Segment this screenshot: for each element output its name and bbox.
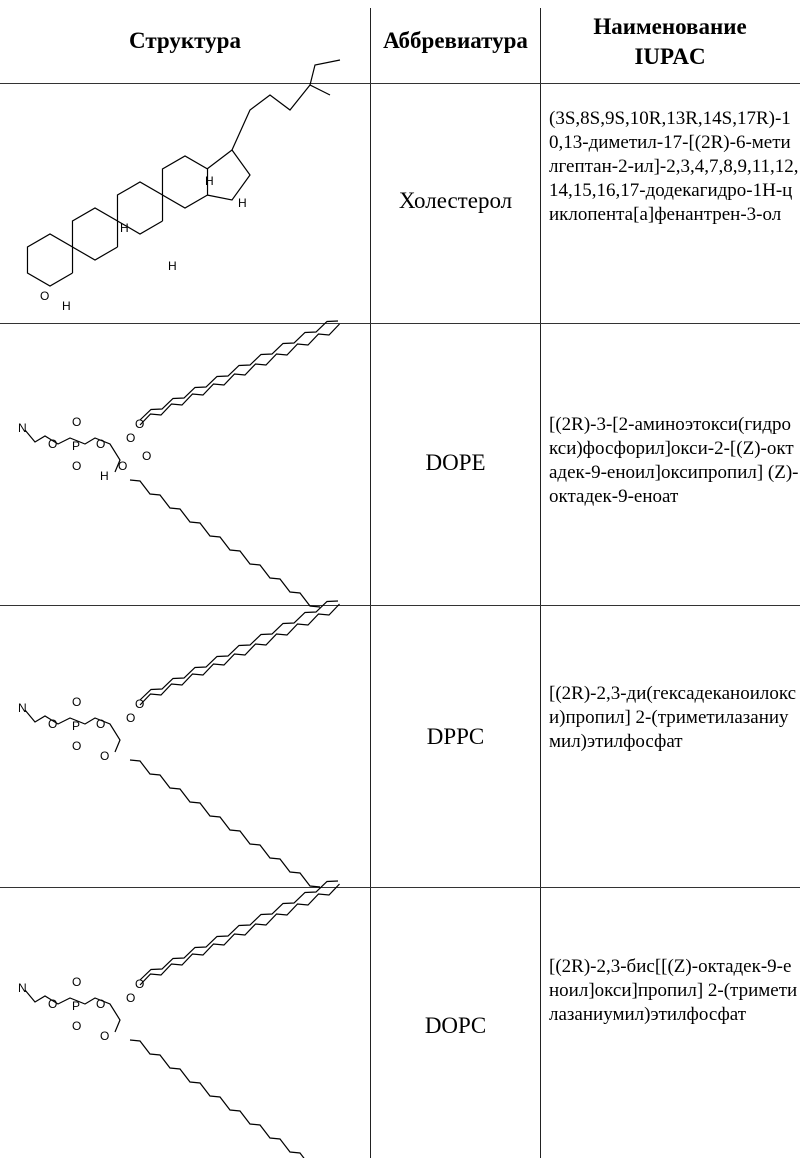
atom-label: O	[126, 991, 135, 1005]
atom-label: O	[100, 1029, 109, 1043]
atom-label: O	[96, 997, 105, 1011]
atom-label: O	[118, 459, 127, 473]
ring-d	[161, 155, 209, 209]
lower-chain-3	[129, 1039, 305, 1158]
iupac-dope: [(2R)-3-[2-аминоэтокси(гидрокси)фосфорил…	[549, 414, 799, 507]
upper-chain-1	[139, 320, 339, 421]
column-divider	[540, 8, 541, 1158]
iupac-cholesterol: (3S,8S,9S,10R,13R,14S,17R)-10,13-диметил…	[549, 108, 799, 225]
abbreviation-dopc: DOPC	[424, 1013, 487, 1038]
row-divider	[0, 323, 800, 324]
atom-label: N	[18, 701, 27, 715]
atom-label: N	[18, 981, 27, 995]
header-structure: Структура	[129, 28, 241, 53]
iupac-dopc: [(2R)-2,3-бис[[(Z)-октадек-9-еноил]окси]…	[549, 956, 798, 1025]
ring-b	[71, 207, 119, 261]
atom-label: O	[72, 1019, 81, 1033]
upper-chain-3	[139, 883, 340, 986]
atom-label: O	[72, 459, 81, 473]
atom-label: P	[72, 719, 80, 733]
atom-label: O	[126, 431, 135, 445]
row-divider	[0, 605, 800, 606]
atom-label: P	[72, 999, 80, 1013]
row-divider	[0, 83, 800, 84]
header-iupac: Наименование IUPAC	[593, 14, 747, 69]
atom-label: O	[96, 437, 105, 451]
column-divider	[370, 8, 371, 1158]
abbreviation-cholesterol: Холестерол	[398, 188, 513, 213]
headgroup	[24, 709, 121, 753]
atom-label: O	[40, 289, 49, 303]
atom-label: H	[120, 221, 129, 235]
lower-chain-1	[129, 479, 321, 608]
side-chain	[309, 59, 341, 86]
atom-label: P	[72, 439, 80, 453]
atom-label: O	[100, 749, 109, 763]
atom-label: O	[72, 415, 81, 429]
atom-label: O	[72, 739, 81, 753]
ring-e	[206, 149, 251, 201]
atom-label: H	[62, 299, 71, 313]
atom-label: O	[135, 977, 144, 991]
atom-label: O	[126, 711, 135, 725]
abbreviation-dppc: DPPC	[426, 724, 485, 749]
atom-label: O	[48, 997, 57, 1011]
atom-label: O	[48, 717, 57, 731]
ring-a	[26, 233, 74, 287]
headgroup	[24, 429, 121, 473]
lower-chain-2	[129, 759, 321, 888]
header-abbreviation: Аббревиатура	[383, 28, 528, 53]
row-divider	[0, 887, 800, 888]
upper-chain-2	[139, 600, 339, 701]
atom-label: O	[48, 437, 57, 451]
headgroup	[24, 989, 121, 1033]
upper-chain-2	[139, 603, 340, 706]
atom-label: O	[72, 975, 81, 989]
atom-label: H	[168, 259, 177, 273]
atom-label: O	[135, 417, 144, 431]
side-chain	[231, 84, 331, 151]
upper-chain-1	[139, 323, 340, 426]
atom-label: O	[72, 695, 81, 709]
abbreviation-dope: DOPE	[425, 450, 486, 475]
atom-label: O	[96, 717, 105, 731]
upper-chain-3	[139, 880, 339, 981]
atom-label: O	[135, 697, 144, 711]
atom-label: H	[205, 174, 214, 188]
iupac-dppc: [(2R)-2,3-ди(гексадеканоилокси)пропил] 2…	[549, 683, 797, 752]
atom-label: N	[18, 421, 27, 435]
atom-label: H	[238, 196, 247, 210]
atom-label: H	[100, 469, 109, 483]
atom-label: O	[142, 449, 151, 463]
